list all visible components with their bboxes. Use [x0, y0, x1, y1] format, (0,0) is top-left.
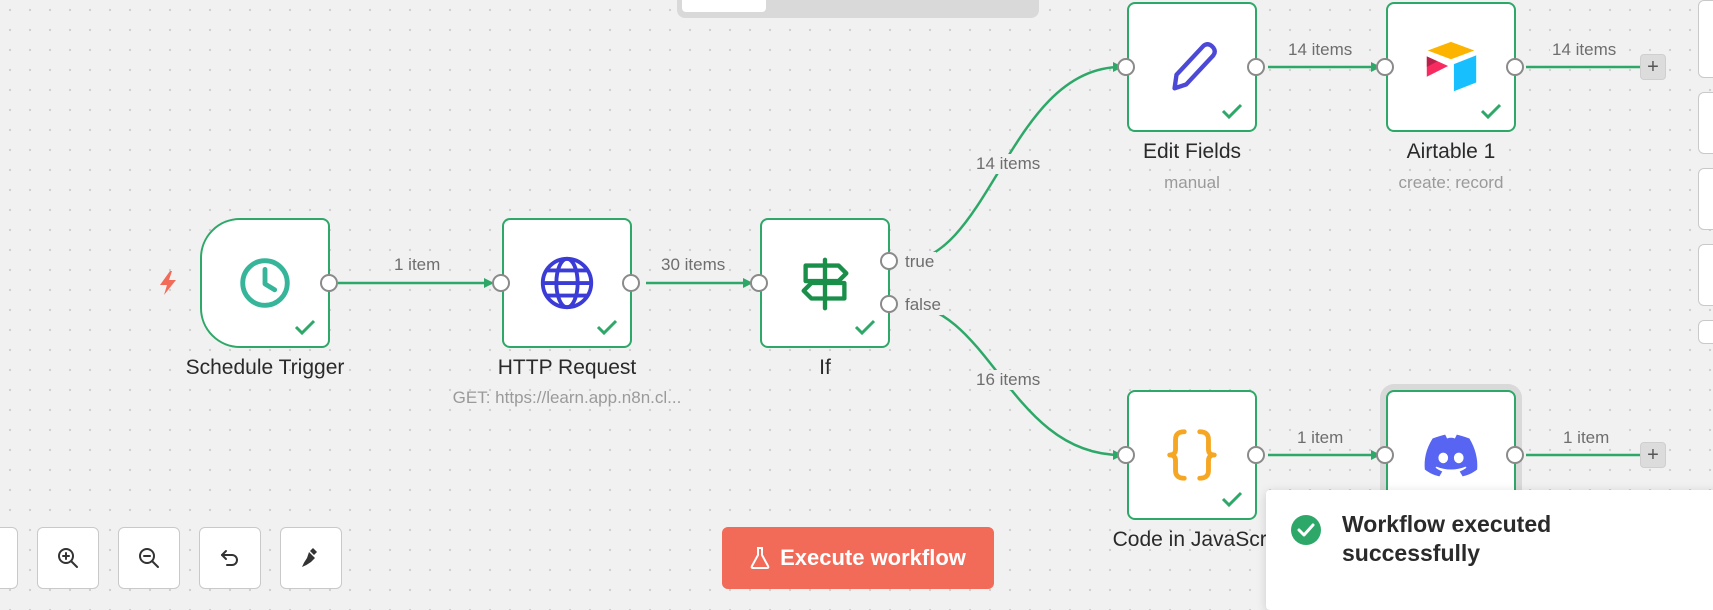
node-code[interactable] — [1127, 390, 1257, 520]
output-handle[interactable] — [1506, 58, 1524, 76]
success-check-icon — [1221, 103, 1243, 120]
success-check-icon — [294, 319, 316, 336]
output-handle[interactable] — [622, 274, 640, 292]
edge-label: 16 items — [974, 370, 1043, 390]
input-handle[interactable] — [1376, 58, 1394, 76]
reset-zoom-button[interactable] — [199, 527, 261, 589]
zoom-in-icon — [58, 548, 78, 568]
tidy-up-button[interactable] — [280, 527, 342, 589]
globe-icon — [540, 256, 594, 310]
canvas-top-toggle-active[interactable] — [682, 0, 766, 12]
input-handle[interactable] — [1376, 446, 1394, 464]
input-handle[interactable] — [492, 274, 510, 292]
zoom-out-button[interactable] — [118, 527, 180, 589]
zoom-in-button[interactable] — [37, 527, 99, 589]
node-schedule-trigger[interactable] — [200, 218, 330, 348]
edge-label: 14 items — [1550, 40, 1619, 60]
edge-label: 1 item — [1561, 428, 1612, 448]
side-panel-button[interactable] — [1698, 0, 1713, 78]
input-handle[interactable] — [1117, 58, 1135, 76]
broom-icon — [302, 548, 317, 567]
node-edit-fields[interactable] — [1127, 2, 1257, 132]
canvas-top-toggle[interactable] — [677, 0, 1039, 18]
output-handle[interactable] — [320, 274, 338, 292]
node-airtable[interactable] — [1386, 2, 1516, 132]
output-handle[interactable] — [1247, 58, 1265, 76]
airtable-logo-icon — [1426, 41, 1477, 92]
edge-label: 14 items — [1286, 40, 1355, 60]
node-label: Code in JavaScri — [1112, 528, 1272, 551]
edge-label: 1 item — [392, 255, 443, 275]
edge-label: 1 item — [1295, 428, 1346, 448]
success-check-icon — [1221, 491, 1243, 508]
node-if[interactable] — [760, 218, 890, 348]
curly-braces-icon — [1167, 429, 1217, 481]
toast-message: Workflow executed successfully — [1342, 511, 1552, 566]
node-label: If — [819, 356, 831, 379]
node-http-request[interactable] — [502, 218, 632, 348]
success-circle-icon — [1291, 515, 1321, 545]
add-node-button[interactable]: + — [1640, 442, 1666, 468]
trigger-bolt-icon — [160, 271, 176, 295]
node-label: Schedule Trigger — [185, 356, 345, 379]
node-label: HTTP Request — [497, 356, 637, 379]
output-handle-false[interactable] — [880, 295, 898, 313]
clock-icon — [240, 258, 290, 308]
input-handle[interactable] — [1117, 446, 1135, 464]
node-subtitle: create: record — [1398, 173, 1504, 192]
execute-workflow-button[interactable]: Execute workflow — [722, 527, 994, 589]
add-node-button[interactable]: + — [1640, 54, 1666, 80]
toast-notification[interactable]: Workflow executed successfully — [1266, 490, 1713, 610]
side-panel-button[interactable] — [1698, 244, 1713, 306]
node-subtitle: GET: https://learn.app.n8n.cl... — [452, 388, 682, 407]
success-check-icon — [1480, 103, 1502, 120]
node-label: Edit Fields — [1142, 140, 1242, 163]
execute-workflow-label: Execute workflow — [780, 545, 966, 570]
edge-label: 30 items — [659, 255, 728, 275]
flask-icon — [750, 547, 770, 569]
edge-label: 14 items — [974, 154, 1043, 174]
side-panel-button[interactable] — [1698, 92, 1713, 154]
output-handle-true[interactable] — [880, 252, 898, 270]
output-handle[interactable] — [1506, 446, 1524, 464]
zoom-out-icon — [139, 548, 159, 568]
pencil-icon — [1172, 42, 1217, 91]
undo-icon — [221, 550, 238, 566]
output-handle[interactable] — [1247, 446, 1265, 464]
output-label-false: false — [903, 295, 943, 315]
signpost-icon — [801, 257, 849, 311]
fit-view-button[interactable] — [0, 527, 18, 589]
output-label-true: true — [903, 252, 937, 272]
success-check-icon — [596, 319, 618, 336]
node-subtitle: manual — [1164, 173, 1220, 192]
node-label: Airtable 1 — [1406, 140, 1496, 163]
success-check-icon — [854, 319, 876, 336]
discord-icon — [1424, 434, 1478, 477]
input-handle[interactable] — [750, 274, 768, 292]
side-panel-button[interactable] — [1698, 168, 1713, 230]
side-panel-button[interactable] — [1698, 320, 1713, 344]
